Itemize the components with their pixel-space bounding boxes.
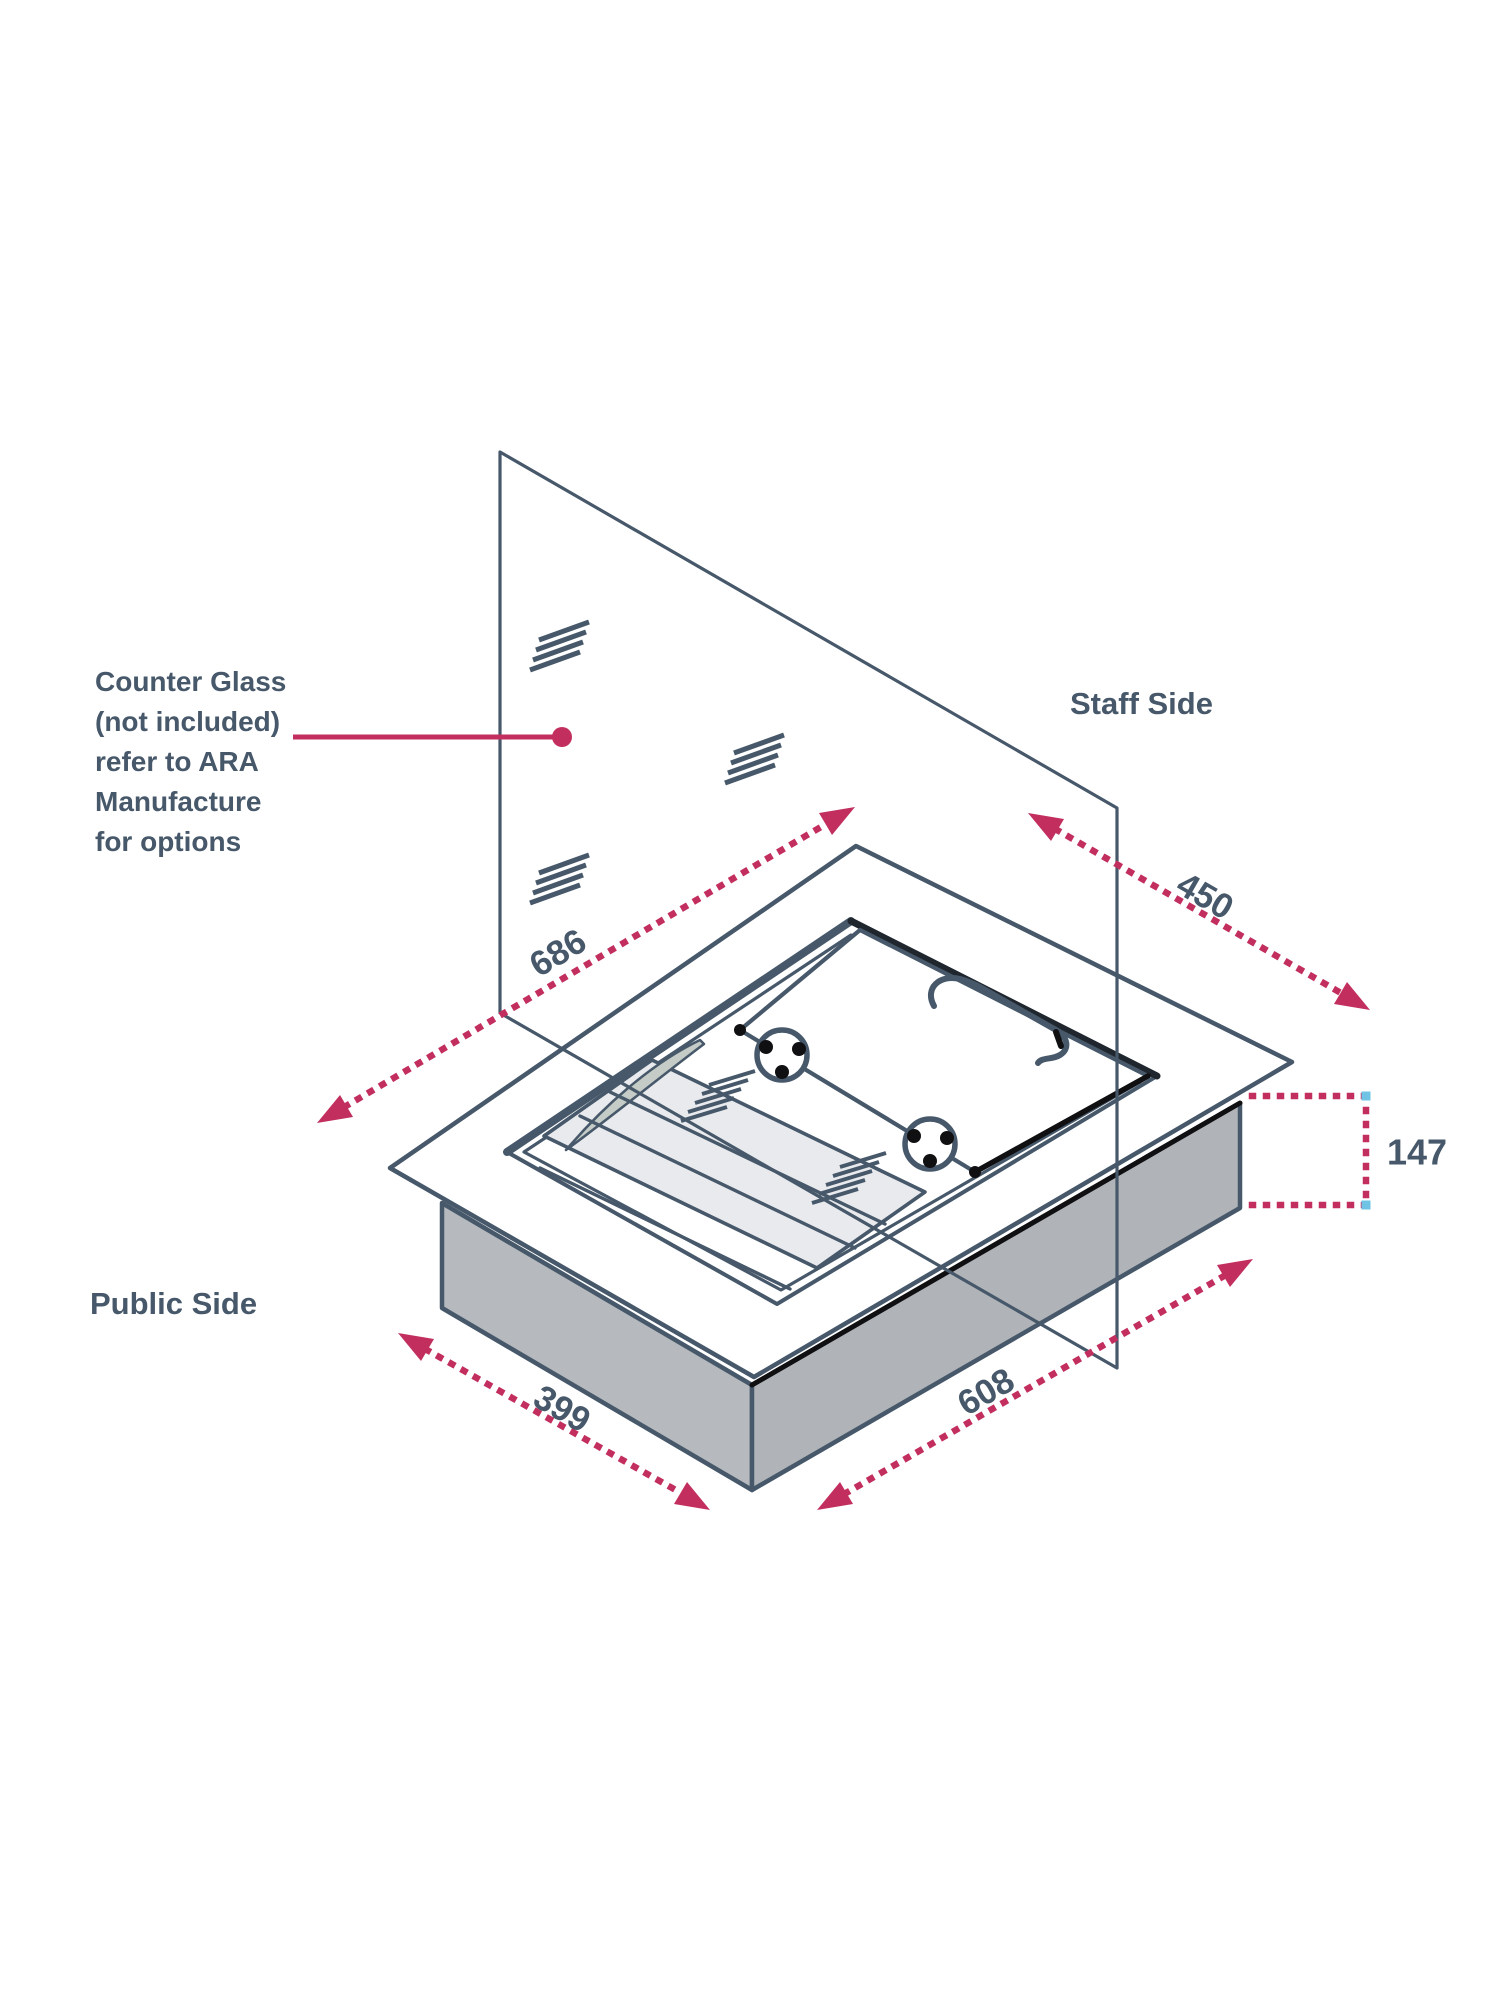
dim-147-tick-icon	[1361, 1200, 1371, 1210]
lid-handle-accent	[1053, 1029, 1064, 1049]
box-top-edge-accent	[749, 1100, 1243, 1388]
dim-450-label: 450	[1170, 865, 1240, 928]
counter-glass-annotation: Counter Glass (not included) refer to AR…	[95, 666, 287, 857]
rim-shadow-edge	[503, 917, 855, 1156]
glass-panel	[498, 450, 1119, 1370]
dim-arrow-icon	[1334, 982, 1370, 1010]
lid-corner-accent	[969, 1166, 981, 1178]
dim-450-line	[1052, 825, 1346, 998]
staff-side-label: Staff Side	[1070, 686, 1213, 721]
public-side-label: Public Side	[90, 1286, 258, 1321]
dim-arrow-icon	[398, 1333, 434, 1361]
dimension-lines	[341, 819, 1370, 1498]
tray-rail	[538, 1166, 792, 1291]
dim-arrow-icon	[674, 1482, 710, 1510]
dimension-arrows	[317, 807, 1370, 1510]
dim-147-label: 147	[1387, 1132, 1447, 1173]
dim-608-line	[841, 1271, 1229, 1498]
dim-arrow-icon	[317, 1095, 353, 1123]
leader-dot-icon	[552, 727, 572, 747]
tray-hatch-icon	[811, 1151, 887, 1205]
deflector-scoop	[564, 1038, 706, 1152]
dim-arrow-icon	[1217, 1259, 1253, 1287]
dim-arrow-icon	[1028, 813, 1064, 841]
tray-floor	[542, 1058, 927, 1270]
dim-686-label: 686	[523, 921, 593, 985]
tray-rails	[538, 1090, 887, 1291]
dim-686-line	[341, 819, 831, 1111]
counter-unit	[387, 843, 1295, 1493]
lid-handle-icon	[928, 974, 1070, 1066]
lid-corner-accent	[734, 1024, 746, 1036]
glass-outline	[498, 450, 1119, 1370]
dim-147-tick-icon	[1361, 1091, 1371, 1101]
tray-rail	[608, 1090, 887, 1226]
dim-arrow-icon	[819, 807, 855, 835]
dim-arrow-icon	[817, 1482, 853, 1510]
annotation-leader	[293, 727, 572, 747]
lid-edge-accent	[972, 1073, 1151, 1175]
glass-hatch-icon	[529, 619, 590, 673]
lid-knob-icon	[902, 1116, 958, 1172]
tray-hatch-icon	[680, 1069, 756, 1123]
glass-hatch-icon	[529, 852, 590, 906]
glass-hatch-icon	[724, 732, 785, 786]
lid-knob-icon	[754, 1027, 810, 1083]
tray-rail	[578, 1114, 857, 1250]
